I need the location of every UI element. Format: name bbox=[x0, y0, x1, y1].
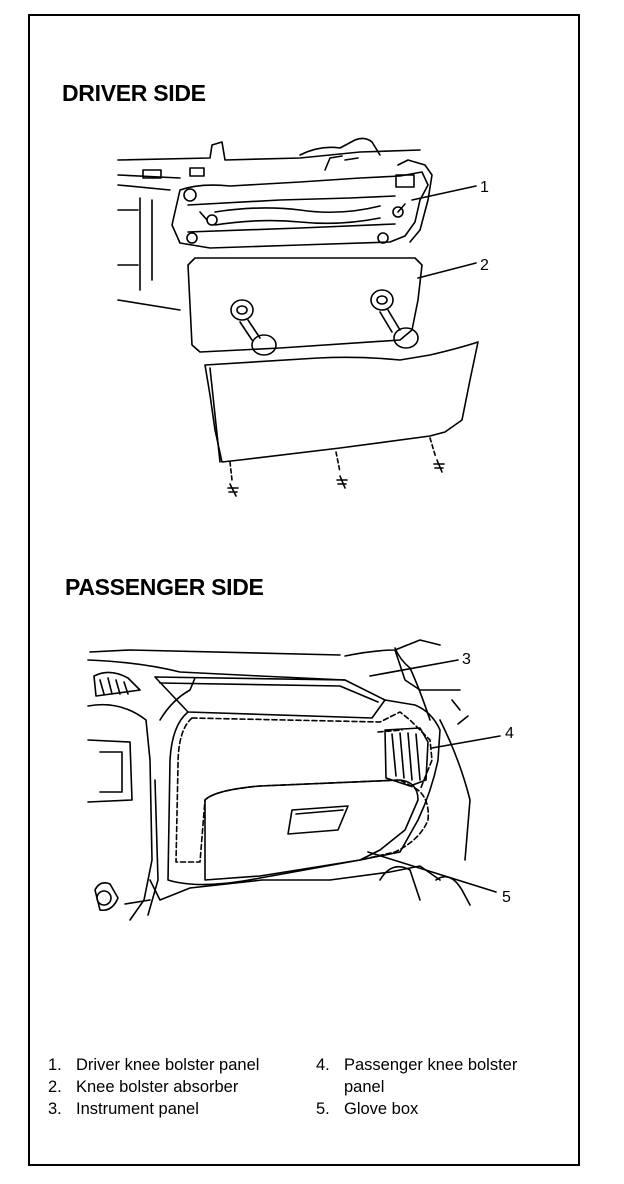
legend-text: Instrument panel bbox=[76, 1100, 199, 1118]
legend-right-column: 4. Passenger knee bolster panel 5. Glove… bbox=[316, 1054, 554, 1120]
callout-3: 3 bbox=[462, 651, 471, 668]
callout-1: 1 bbox=[480, 179, 489, 196]
callout-5: 5 bbox=[502, 889, 511, 906]
legend-item-5: 5. Glove box bbox=[316, 1098, 554, 1120]
legend-number: 3. bbox=[48, 1100, 62, 1118]
legend-item-3: 3. Instrument panel bbox=[48, 1098, 286, 1120]
legend-text: Driver knee bolster panel bbox=[76, 1056, 260, 1074]
legend-left-column: 1. Driver knee bolster panel 2. Knee bol… bbox=[48, 1054, 286, 1120]
legend-number: 2. bbox=[48, 1078, 62, 1096]
legend-item-4: 4. Passenger knee bolster panel bbox=[316, 1054, 554, 1098]
driver-side-heading: DRIVER SIDE bbox=[62, 80, 206, 106]
legend-item-1: 1. Driver knee bolster panel bbox=[48, 1054, 286, 1076]
legend-number: 4. bbox=[316, 1056, 330, 1074]
legend-text: Knee bolster absorber bbox=[76, 1078, 239, 1096]
callout-4: 4 bbox=[505, 725, 514, 742]
legend-number: 5. bbox=[316, 1100, 330, 1118]
legend-text: Glove box bbox=[344, 1100, 419, 1118]
figure-border bbox=[28, 14, 580, 1166]
callout-2: 2 bbox=[480, 257, 489, 274]
legend-item-2: 2. Knee bolster absorber bbox=[48, 1076, 286, 1098]
passenger-side-heading: PASSENGER SIDE bbox=[65, 574, 264, 600]
legend-text: Passenger knee bolster panel bbox=[344, 1056, 518, 1096]
legend-number: 1. bbox=[48, 1056, 62, 1074]
